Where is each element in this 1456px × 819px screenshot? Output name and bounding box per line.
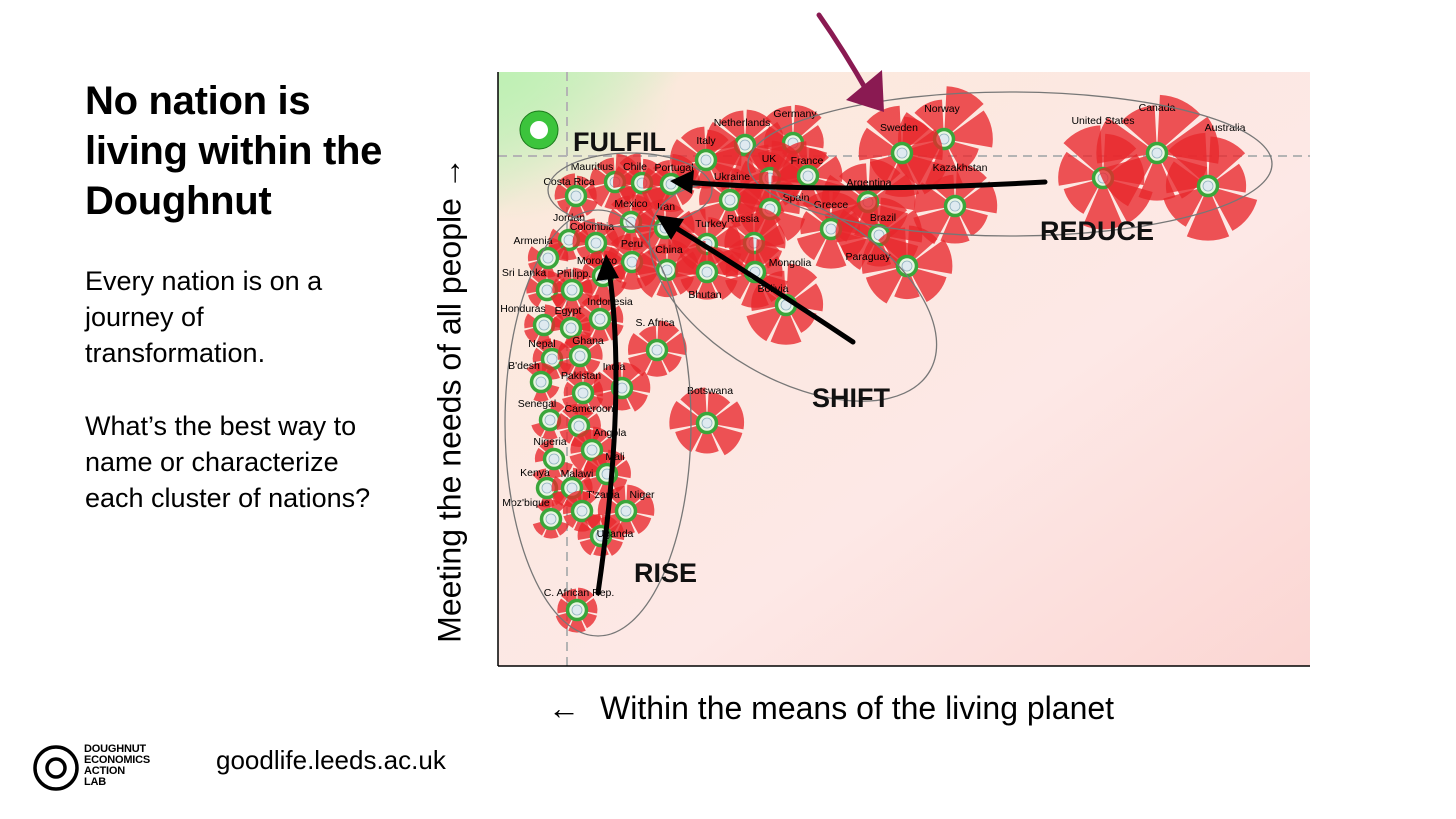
country-label: Portugal: [654, 162, 693, 174]
left-arrow-icon: ←: [548, 690, 580, 726]
country-label: Cameroon: [564, 403, 613, 415]
country-label: Russia: [727, 213, 759, 225]
country-label: Greece: [814, 199, 849, 211]
country-label: Mauritius: [571, 161, 614, 173]
country-label: Ukraine: [714, 171, 750, 183]
deal-logo: DOUGHNUT ECONOMICS ACTION LAB: [32, 742, 182, 794]
country-label: Botswana: [687, 385, 733, 397]
doughnut-target-icon: [519, 110, 559, 150]
reduce-arrow: [680, 179, 1048, 191]
country-label: Pakistan: [561, 370, 601, 382]
country-label: Senegal: [518, 398, 557, 410]
country-glyphs: [524, 86, 1258, 633]
country-label: S. Africa: [635, 317, 674, 329]
country-label: Sweden: [880, 122, 918, 134]
country-label: Ghana: [572, 335, 604, 347]
country-glyph-pakistan: [562, 370, 604, 416]
country-label: Paraguay: [846, 251, 892, 263]
cluster-ellipses: [504, 91, 1273, 637]
country-label: Turkey: [695, 218, 727, 230]
country-label: Sri Lanka: [502, 267, 547, 279]
country-label: Chile: [623, 161, 647, 173]
country-glyph-paraguay: [861, 225, 953, 304]
country-label: Colombia: [570, 221, 615, 233]
cluster-label-rise: RISE: [634, 558, 697, 588]
country-glyph-nigeria: [534, 439, 573, 478]
doughnut-logo-icon: [33, 745, 79, 791]
country-label: Mongolia: [769, 257, 812, 269]
country-label: B'desh: [508, 360, 540, 372]
cluster-label-shift: SHIFT: [812, 383, 891, 413]
annotation-arrow: [816, 12, 884, 112]
country-glyph-botswana: [669, 387, 745, 456]
country-label: Germany: [773, 108, 817, 120]
transition-arrows: [595, 170, 1048, 596]
cluster-label-reduce: REDUCE: [1040, 216, 1154, 246]
country-label: Honduras: [500, 303, 546, 315]
country-glyph-india: [593, 362, 651, 412]
x-axis-label: ← Within the means of the living planet: [548, 690, 1114, 727]
country-label: Nepal: [528, 338, 555, 350]
slide-title: No nation is living within the Doughnut: [85, 79, 383, 223]
fulfil-cluster-ellipse: [547, 152, 713, 228]
country-label: China: [655, 244, 683, 256]
paragraph-question: What’s the best way to name or character…: [85, 411, 371, 513]
cluster-labels: FULFIL REDUCE SHIFT RISE: [573, 127, 1154, 588]
country-glyph-australia: [1163, 132, 1258, 241]
country-label: Nigeria: [533, 436, 566, 448]
country-label: Malawi: [561, 468, 594, 480]
country-label: Netherlands: [714, 117, 771, 129]
x-axis-label-text: Within the means of the living planet: [600, 690, 1115, 726]
country-glyph-costa-rica: [554, 173, 598, 219]
country-label: T'zania: [586, 489, 620, 501]
country-label: Angola: [594, 427, 627, 439]
reduce-cluster-ellipse: [747, 91, 1273, 237]
country-glyph-t-zania: [562, 490, 602, 532]
country-label: Australia: [1205, 122, 1246, 134]
country-label: Indonesia: [587, 296, 633, 308]
source-url[interactable]: goodlife.leeds.ac.uk: [216, 745, 446, 775]
country-label: Niger: [629, 489, 655, 501]
country-label: Uganda: [597, 528, 634, 540]
rise-cluster-ellipse: [504, 209, 692, 637]
country-glyph-c-african-rep-: [555, 587, 598, 633]
shift-cluster-ellipse: [648, 182, 938, 402]
country-label: Kenya: [520, 467, 550, 479]
country-glyph-kazakhstan: [913, 163, 998, 245]
country-label: Philipp.: [557, 268, 591, 280]
country-label: Bhutan: [688, 289, 721, 301]
country-glyph-uganda: [577, 513, 625, 557]
logo-wordmark: DOUGHNUT ECONOMICS ACTION LAB: [84, 743, 151, 788]
country-label: Egypt: [555, 305, 582, 317]
country-glyph-bolivia: [746, 263, 824, 345]
country-label: United States: [1071, 115, 1134, 127]
country-label: Mexico: [614, 198, 647, 210]
country-label: France: [791, 155, 824, 167]
paragraph-journey: Every nation is on a journey of transfor…: [85, 266, 323, 368]
cluster-label-fulfil: FULFIL: [573, 127, 666, 157]
country-label: Costa Rica: [543, 176, 595, 188]
country-label: Moz'bique: [502, 497, 550, 509]
country-label: Kazakhstan: [933, 162, 988, 174]
country-label: UK: [762, 153, 777, 165]
country-label: Iran: [657, 201, 675, 213]
country-label: Brazil: [870, 212, 896, 224]
rise-arrow: [595, 267, 619, 596]
country-label: Italy: [696, 135, 716, 147]
country-label: C. African Rep.: [544, 587, 615, 599]
country-label: Canada: [1139, 102, 1176, 114]
country-label: Peru: [621, 238, 643, 250]
country-label: Norway: [924, 103, 960, 115]
country-label: Armenia: [513, 235, 552, 247]
country-glyph-s-africa: [628, 320, 687, 377]
shift-arrow: [665, 220, 856, 345]
country-glyph-b-desh: [526, 362, 560, 402]
country-glyph-moz-bique: [532, 499, 570, 539]
